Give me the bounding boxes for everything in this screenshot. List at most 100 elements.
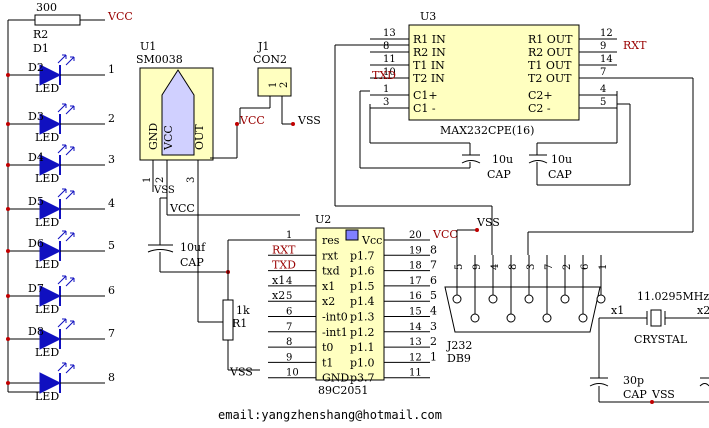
u1-pin-out: OUT [193, 124, 206, 150]
led-pin-num: 1 [108, 63, 115, 76]
db9-vss-net: VSS [476, 216, 500, 229]
u3-pin-name: R2 OUT [528, 46, 573, 59]
u3-pin-name: T1 OUT [528, 59, 572, 72]
u2-pin-num: 14 [409, 322, 422, 333]
u1-pin-gnd: GND [147, 123, 160, 150]
db9-shell [444, 286, 601, 333]
u2-right-net: 1 [430, 350, 437, 363]
led-pin-num: 7 [108, 327, 115, 340]
u1-pin1-num: 1 [142, 177, 153, 183]
u2-pin-name: p1.0 [350, 356, 375, 369]
cap-c1-value: 10u [492, 153, 513, 166]
u2-pin-name: GND [322, 372, 349, 385]
u2-pin-name: p1.5 [350, 280, 375, 293]
j1-part: CON2 [253, 53, 287, 66]
u2-right-net: 4 [430, 305, 437, 318]
led-ref: D3 [28, 110, 44, 123]
u2-right-net: 2 [430, 335, 437, 348]
u2-pin-num: 18 [409, 261, 422, 272]
led-ref: D7 [28, 282, 44, 295]
u3-pin-num: 1 [383, 84, 389, 95]
u3-ref: U3 [420, 10, 436, 23]
cap-xtal-value: 30p [623, 374, 644, 387]
cap-xtal-type: CAP [623, 388, 647, 401]
u2-pin-name: p1.1 [350, 341, 375, 354]
u2-pin-num: 13 [409, 337, 422, 348]
led-ref: D5 [28, 195, 44, 208]
r1-ref: R1 [232, 317, 247, 330]
u2-left-net: VSS [229, 366, 253, 379]
u1-part: SM0038 [136, 53, 183, 66]
u1-pin2-num: 2 [155, 177, 166, 183]
r2-ref: R2 [33, 28, 48, 41]
r2-value: 300 [36, 1, 57, 14]
led-pin-num: 3 [108, 153, 115, 166]
u2-pin-name: -int0 [322, 311, 348, 324]
led-label: LED [35, 258, 59, 271]
u3-txd-net: TXD [372, 69, 396, 82]
u2-pin-num: 7 [286, 322, 292, 333]
db9-pin-num: 6 [580, 264, 591, 270]
crystal-x1-net: x1 [611, 304, 624, 317]
j1-ref: J1 [257, 40, 269, 53]
u3-pin-num: 5 [600, 97, 606, 108]
u3-rxt-net: RXT [623, 39, 647, 52]
u3-pin-name: C2+ [528, 89, 553, 102]
u2-pin-name: rxt [322, 249, 338, 262]
email-text: email:yangzhenshang@hotmail.com [218, 408, 442, 422]
u2-right-net: 7 [430, 259, 437, 272]
db9-pin-num: 7 [544, 264, 555, 270]
u2-right-net: 6 [430, 274, 437, 287]
u2-left-net: RXT [272, 243, 296, 256]
led-pin-num: 4 [108, 197, 115, 210]
u3-pin-name: C1+ [413, 89, 438, 102]
u2-pin-name: p1.6 [350, 265, 375, 278]
u2-pin-num: 19 [409, 245, 422, 256]
cap-c2-value: 10u [551, 153, 572, 166]
j1-pin1: 1 [268, 82, 279, 88]
u2-left-net: x1 [272, 274, 285, 287]
j1-connector: J1 CON2 1 2 VSS [239, 40, 321, 127]
u3-pin-name: T2 OUT [528, 72, 572, 85]
db9-pin-num: 1 [598, 264, 609, 270]
db9-pin-num: 9 [472, 264, 483, 270]
u3-pin-name: T1 IN [413, 59, 445, 72]
cap-xtal-vss-net: VSS [651, 388, 675, 401]
crystal-x2-net: x2 [697, 304, 709, 317]
u1-vss-net: VSS [153, 185, 175, 196]
u3-pin-name: R1 OUT [528, 33, 573, 46]
j1-vss-net: VSS [297, 114, 321, 127]
u2-pin-num: 6 [286, 307, 292, 318]
led-d1-ref: D1 [33, 42, 49, 55]
u1-vcc-net: VCC [169, 202, 195, 215]
led-label: LED [35, 82, 59, 95]
u2-right-net: 3 [430, 320, 437, 333]
led-ref: D8 [28, 325, 44, 338]
u1-ir-receiver: U1 SM0038 GND VCC OUT 1 2 3 VSS VCC [136, 40, 300, 245]
cap-reset-value: 10uf [180, 241, 206, 254]
led-pin-num: 2 [108, 112, 115, 125]
u3-pin-num: 14 [600, 54, 613, 65]
cap-c2-type: CAP [548, 168, 572, 181]
db9-part: DB9 [447, 352, 471, 365]
u2-pin-name: p3.7 [350, 372, 375, 385]
u2-pin-name: p1.3 [350, 311, 375, 324]
crystal-circuit: 11.0295MHz x1 x2 CRYSTAL 30p CAP VSS [589, 290, 709, 404]
u2-pin-num: 8 [286, 337, 292, 348]
u2-pin-name: p1.2 [350, 326, 375, 339]
u2-pin-name: p1.7 [350, 249, 375, 262]
u2-pin-name: x1 [322, 280, 335, 293]
crystal-freq: 11.0295MHz [637, 290, 709, 303]
led-pin-num: 6 [108, 284, 115, 297]
u3-pin-num: 11 [383, 54, 396, 65]
cap-c1-type: CAP [487, 168, 511, 181]
db9-pin-num: 8 [508, 264, 519, 270]
u2-pin-num: 20 [409, 230, 422, 241]
